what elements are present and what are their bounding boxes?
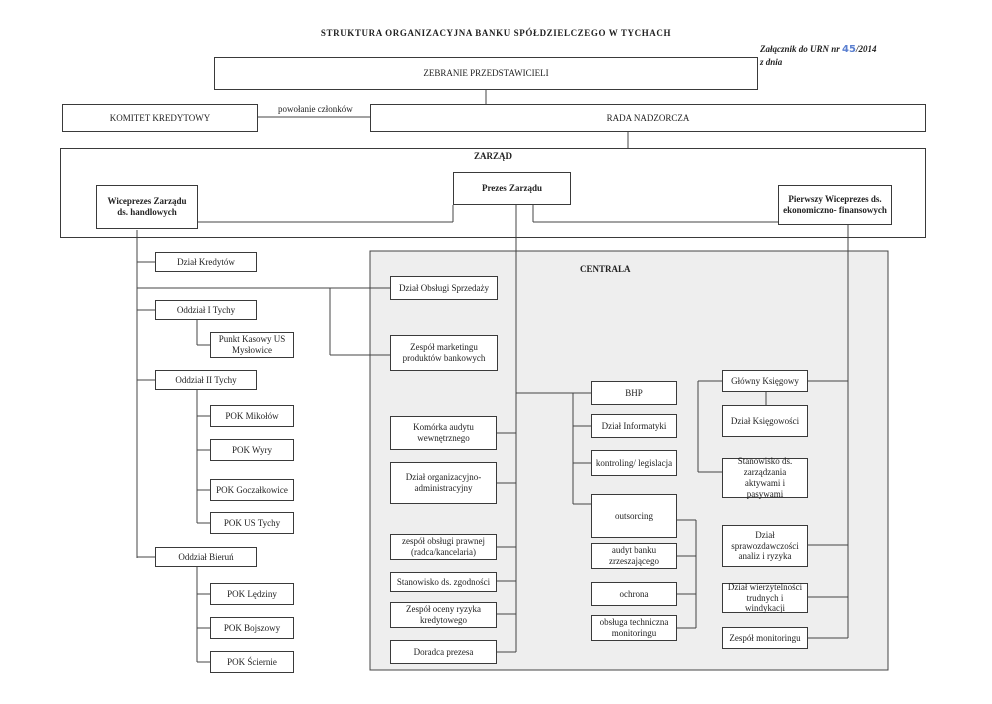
credit-risk-team-box: Zespół oceny ryzyka kredytowego [390,602,497,628]
credit-dept-box: Dział Kredytów [155,252,257,272]
first-vp-box: Pierwszy Wiceprezes ds. ekonomiczno- fin… [778,185,892,225]
asset-liability-box: Stanowisko ds. zarządzania aktywami i pa… [722,456,808,499]
attachment-date-label: z dnia [760,57,783,67]
internal-audit-box: Komórka audytu wewnętrznego [390,416,497,450]
handwritten-number: 45 [842,44,856,55]
branch3-unit-box: POK Ściernie [210,651,294,673]
president-advisor-box: Doradca prezesa [390,640,497,664]
branch1-box: Oddział I Tychy [155,300,257,320]
president-box: Prezes Zarządu [453,172,571,205]
branch3-box: Oddział Bieruń [155,547,257,567]
branch1-unit-box: Punkt Kasowy US Mysłowice [210,332,294,358]
credit-committee-box: KOMITET KREDYTOWY [62,104,258,132]
board-frame: ZARZĄD [60,148,926,238]
vp-commercial-box: Wiceprezes Zarządu ds. handlowych [96,185,198,229]
tech-monitoring-box: obsługa techniczna monitoringu [591,615,677,641]
security-box: ochrona [591,582,677,606]
branch2-unit-box: POK US Tychy [210,512,294,534]
accounting-dept-box: Dział Księgowości [722,405,808,437]
controlling-box: kontroling/ legislacja [591,450,677,476]
monitoring-team-box: Zespół monitoringu [722,627,808,649]
bank-audit-box: audyt banku zrzeszającego [591,543,677,569]
outsourcing-box: outsorcing [591,494,677,538]
sales-dept-box: Dział Obsługi Sprzedaży [390,276,498,300]
supervisory-board-box: RADA NADZORCZA [370,104,926,132]
branch3-unit-box: POK Bojszowy [210,617,294,639]
centrala-label: CENTRALA [580,264,631,274]
legal-team-box: zespół obsługi prawnej (radca/kancelaria… [390,534,497,560]
branch3-unit-box: POK Lędziny [210,583,294,605]
debt-collection-box: Dział wierzytelności trudnych i windykac… [722,582,808,613]
branch2-box: Oddział II Tychy [155,370,257,390]
org-admin-dept-box: Dział organizacyjno- administracyjny [390,462,497,504]
marketing-team-box: Zespół marketingu produktów bankowych [390,335,498,371]
attachment-year: /2014 [855,44,877,54]
bhp-box: BHP [591,381,677,405]
attachment-prefix: Załącznik do URN nr [760,44,843,54]
compliance-box: Stanowisko ds. zgodności [390,572,497,592]
chief-accountant-box: Główny Księgowy [722,370,808,392]
attachment-note: Załącznik do URN nr 45/2014 [760,44,876,55]
it-dept-box: Dział Informatyki [591,414,677,438]
branch2-unit-box: POK Wyry [210,439,294,461]
branch2-unit-box: POK Goczałkowice [210,479,294,501]
page-title: STRUKTURA ORGANIZACYJNA BANKU SPÓŁDZIELC… [320,28,672,38]
board-title: ZARZĄD [473,151,512,161]
branch2-unit-box: POK Mikołów [210,405,294,427]
appointment-label: powołanie członków [278,104,353,114]
assembly-box: ZEBRANIE PRZEDSTAWICIELI [214,57,758,90]
reporting-dept-box: Dział sprawozdawczości analiz i ryzyka [722,525,808,567]
